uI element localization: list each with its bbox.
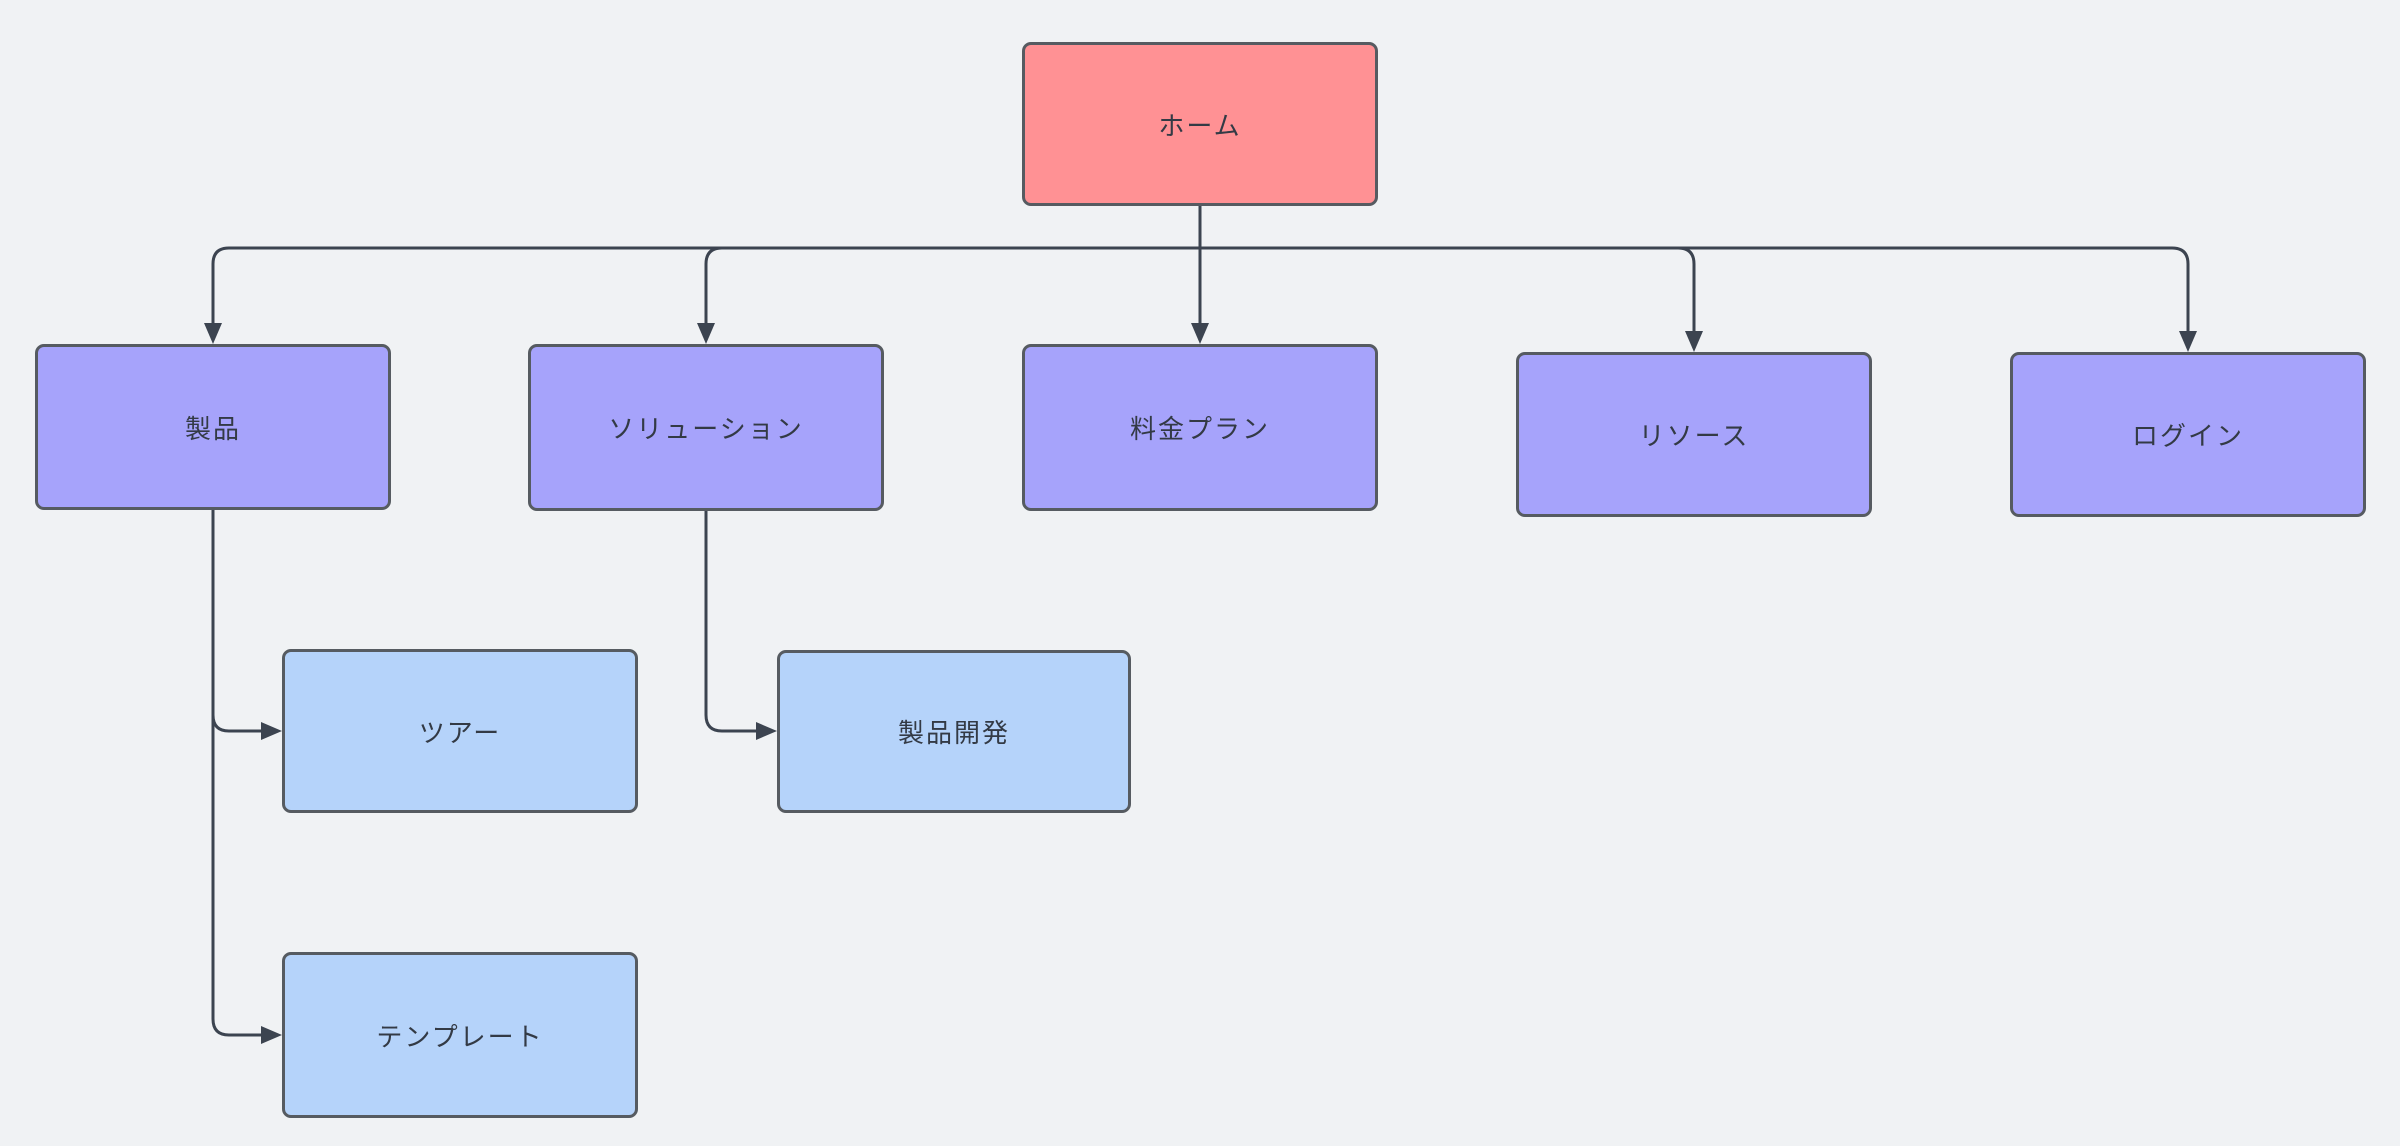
node-products-label: 製品 — [184, 413, 241, 444]
node-templates-label: テンプレート — [376, 1021, 544, 1052]
edge-solutions-product-development — [704, 511, 777, 740]
edge-products-templates — [211, 510, 282, 1044]
node-pricing-label: 料金プラン — [1129, 414, 1270, 444]
node-products[interactable]: 製品 — [35, 344, 391, 510]
edge-home-solutions — [697, 246, 1200, 344]
node-pricing[interactable]: 料金プラン — [1022, 344, 1378, 511]
node-resources[interactable]: リソース — [1516, 352, 1872, 517]
node-login[interactable]: ログイン — [2010, 352, 2366, 517]
node-home-label: ホーム — [1158, 110, 1242, 141]
node-login-label: ログイン — [2131, 421, 2244, 451]
node-solutions-label: ソリューション — [608, 414, 804, 444]
edge-home-resources — [1200, 246, 1703, 352]
edge-products-tour — [211, 510, 282, 740]
node-templates[interactable]: テンプレート — [282, 952, 638, 1118]
node-product-development[interactable]: 製品開発 — [777, 650, 1131, 813]
node-resources-label: リソース — [1638, 421, 1750, 451]
node-home[interactable]: ホーム — [1022, 42, 1378, 206]
edge-home-pricing — [1191, 206, 1209, 344]
node-solutions[interactable]: ソリューション — [528, 344, 884, 511]
node-tour-label: ツアー — [418, 717, 502, 748]
node-tour[interactable]: ツアー — [282, 649, 638, 813]
edge-home-products — [204, 246, 1200, 344]
node-product-development-label: 製品開発 — [897, 718, 1010, 748]
edge-home-login — [1200, 246, 2197, 352]
